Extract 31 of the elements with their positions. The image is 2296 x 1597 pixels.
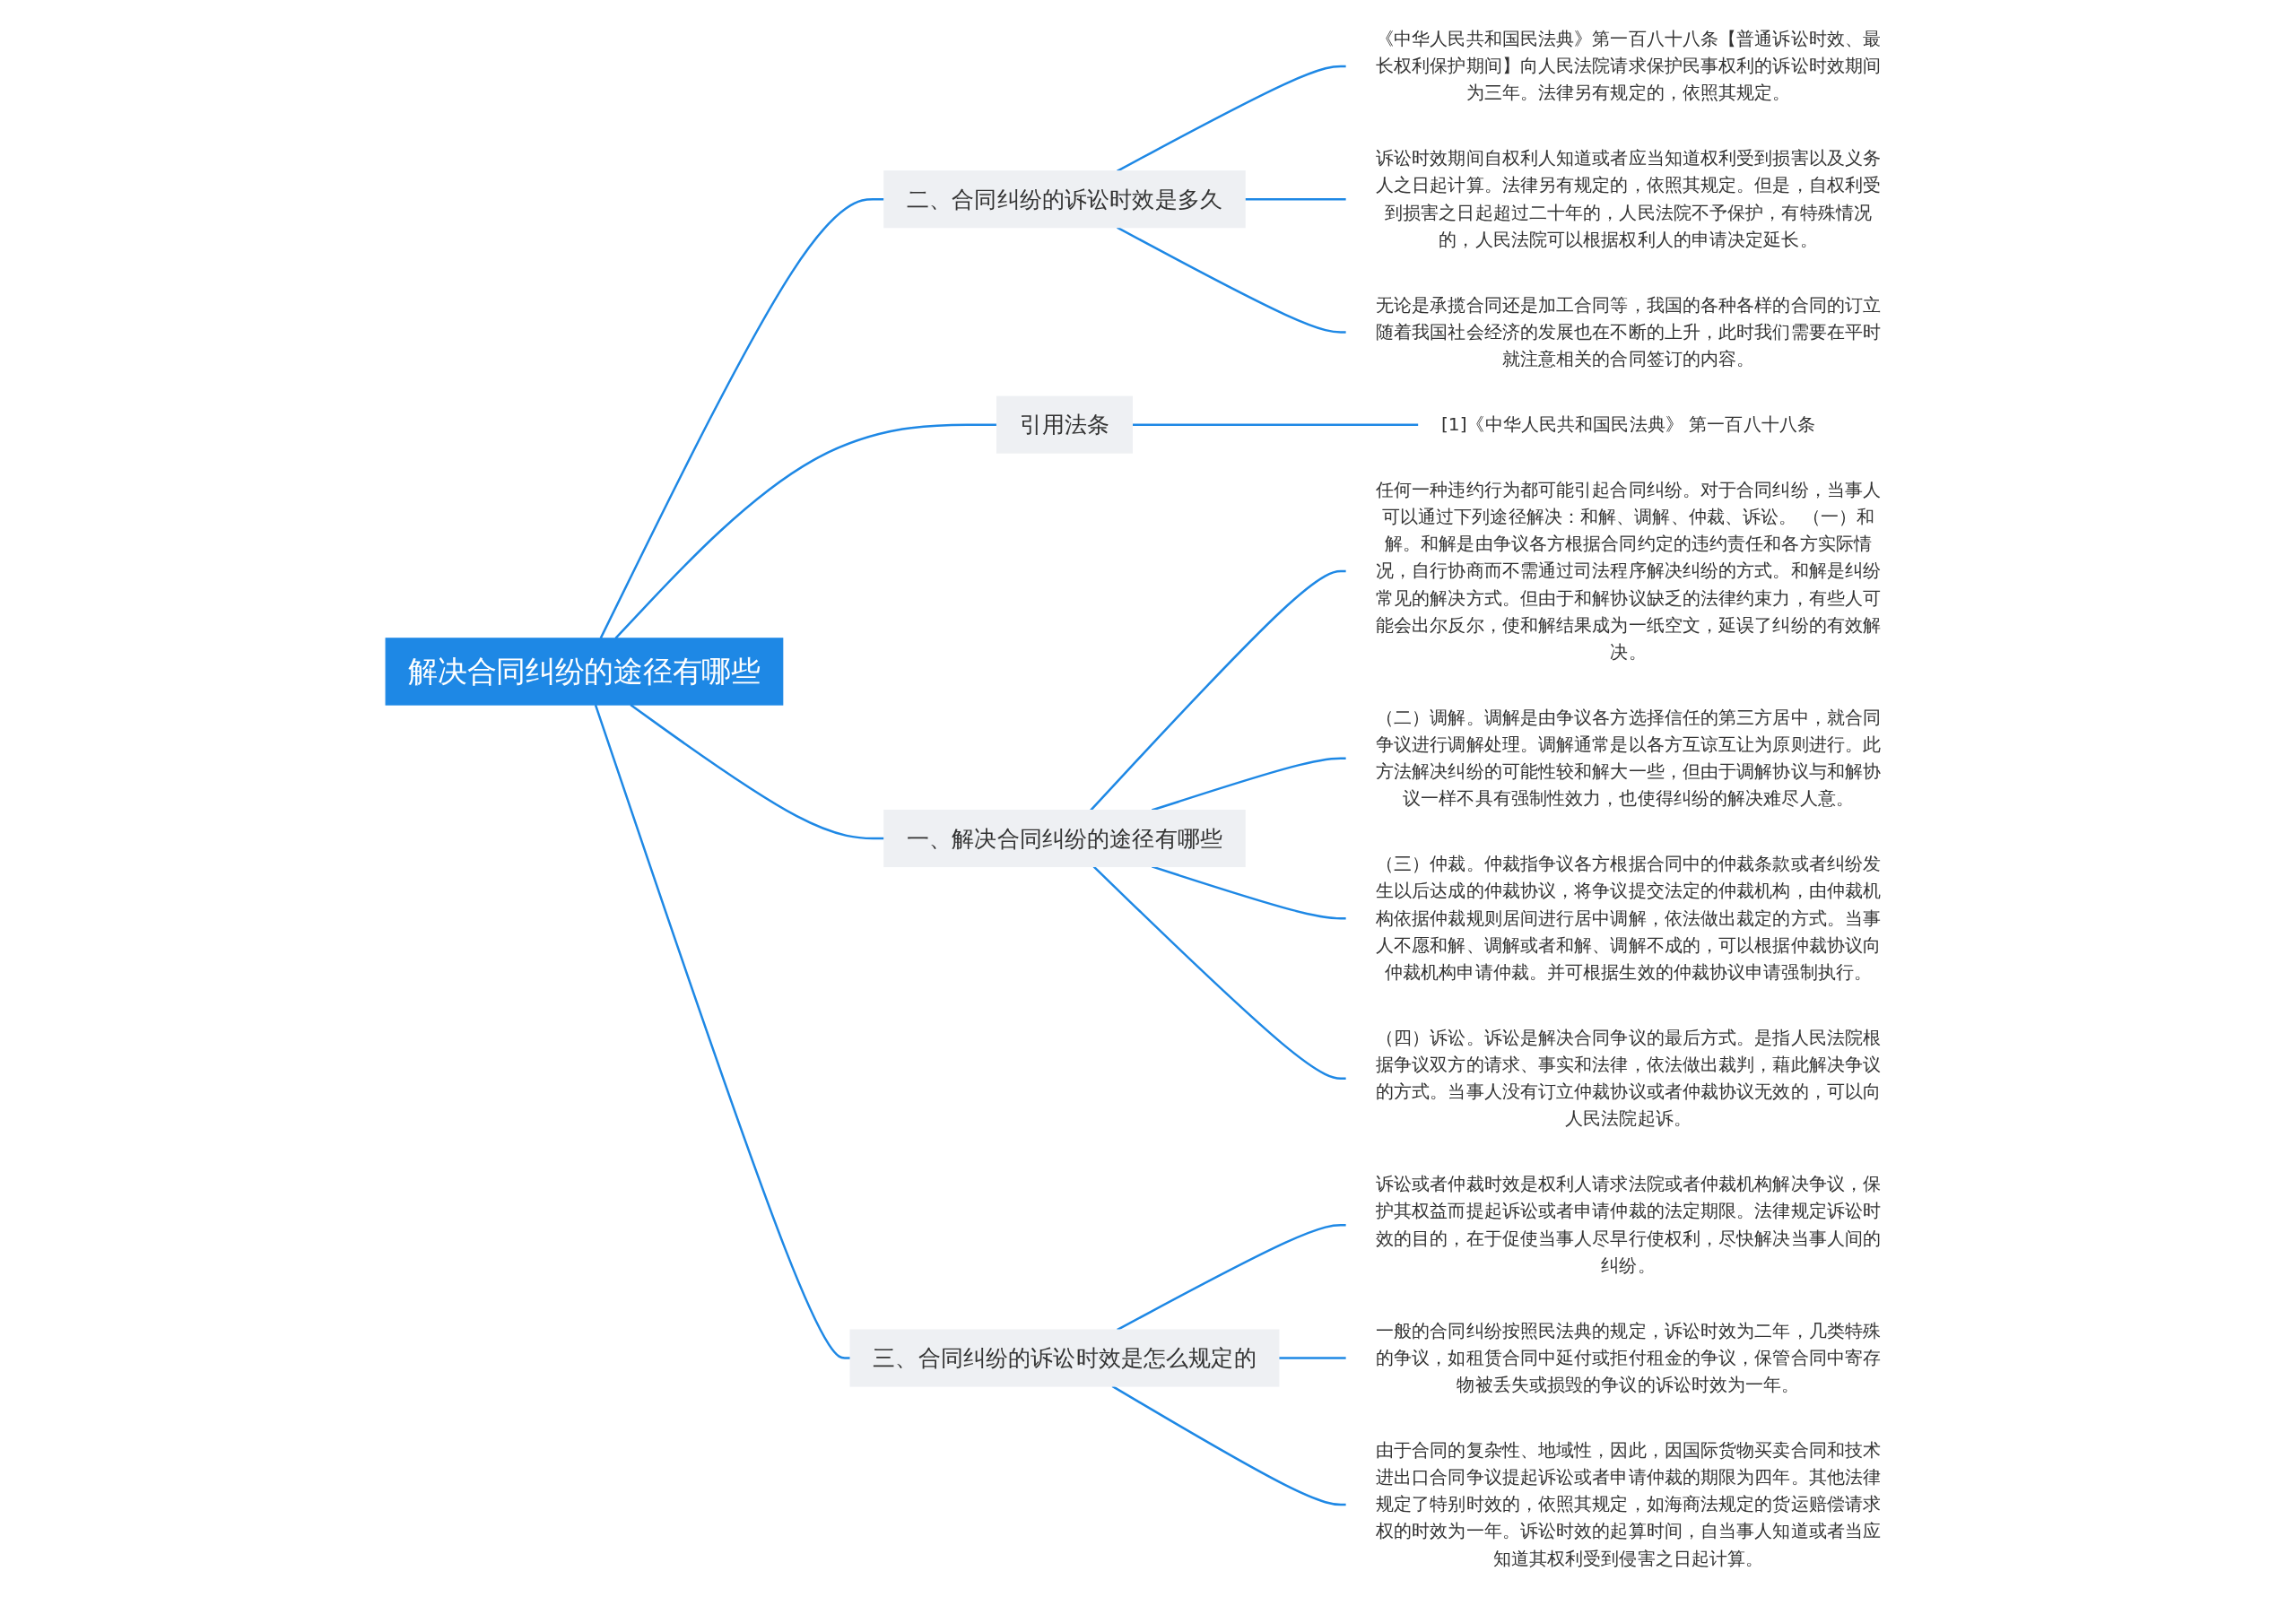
connector xyxy=(1245,197,1347,200)
node-text: （三）仲裁。仲裁指争议各方根据合同中的仲裁条款或者纠纷发生以后达成的仲裁协议，将争议提交法定的仲裁机构，由仲裁机构依据仲裁规则居间进行居中调解，依法做出裁定的方式。当事人不愿和解、调解或者和解、调解不成的，可以根据仲裁协议向仲裁机构申请仲裁。并可根据生效的仲裁协议申请强制执行。 xyxy=(1375,852,1882,983)
connector xyxy=(1278,1356,1347,1359)
node-text: 无论是承揽合同还是加工合同等，我国的各种各样的合同的订立随着我国社会经济的发展也在不断的上升，此时我们需要在平时就注意相关的合同签订的内容。 xyxy=(1375,293,1882,369)
node-text: 任何一种违约行为都可能引起合同纠纷。对于合同纠纷，当事人可以通过下列途径解决：和解、调解、仲裁、诉讼。 （一）和解。和解是由争议各方根据合同约定的违约责任和各方实际情况，自行协商而不需通过司法程序解决纠纷的方式。和解是纠纷常见的解决方式。但由于和解协议缺乏的法律约束力，有些人可能会出尔反尔，使和解结果成为一纸空文，延误了纠纷的有效解决。 xyxy=(1375,478,1882,663)
connector xyxy=(1116,226,1347,334)
node-text: 诉讼时效期间自权利人知道或者应当知道权利受到损害以及义务人之日起计算。法律另有规定的，依照其规定。但是，自权利受到损害之日起超过二十年的，人民法院不予保护，有特殊情况的，人民法院可以根据权利人的申请决定延长。 xyxy=(1375,146,1882,250)
node-box: 引用法条 xyxy=(996,395,1134,454)
connector xyxy=(594,704,851,1359)
connector xyxy=(1111,1384,1347,1506)
node-text: 一般的合同纠纷按照民法典的规定，诉讼时效为二年，几类特殊的争议，如租赁合同中延付或拒付租金的争议，保管合同中寄存物被丢失或损毁的争议的诉讼时效为一年。 xyxy=(1375,1319,1882,1395)
connector xyxy=(1151,757,1347,812)
node-box: 一、解决合同纠纷的途径有哪些 xyxy=(883,809,1246,867)
node-box: 三、合同纠纷的诉讼时效是怎么规定的 xyxy=(849,1328,1280,1387)
node-box: 解决合同纠纷的途径有哪些 xyxy=(385,637,784,706)
connector xyxy=(614,422,997,639)
connector xyxy=(1090,569,1347,811)
node-text: （二）调解。调解是由争议各方选择信任的第三方居中，就合同争议进行调解处理。调解通常是以各方互谅互让为原则进行。此方法解决纠纷的可能性较和解大一些，但由于调解协议与和解协议一样不具有强制性效力，也使得纠纷的解决难尽人意。 xyxy=(1375,706,1882,809)
node-text: 《中华人民共和国民法典》第一百八十八条【普通诉讼时效、最长权利保护期间】向人民法院请求保护民事权利的诉讼时效期间为三年。法律另有规定的，依照其规定。 xyxy=(1375,27,1882,103)
node-text: 诉讼或者仲裁时效是权利人请求法院或者仲裁机构解决争议，保护其权益而提起诉讼或者申请仲裁的法定期限。法律规定诉讼时效的目的，在于促使当事人尽早行使权利，尽快解决当事人间的纠纷。 xyxy=(1375,1172,1882,1276)
node-text: [1]《中华人民共和国民法典》 第一百八十八条 xyxy=(1441,412,1816,435)
node-text: 由于合同的复杂性、地域性，因此，因国际货物买卖合同和技术进出口合同争议提起诉讼或者申请仲裁的期限为四年。其他法律规定了特别时效的，依照其规定，如海商法规定的货运赔偿请求权的时效为一年。诉讼时效的起算时间，自当事人知道或者当应知道其权利受到侵害之日起计算。 xyxy=(1375,1438,1882,1569)
connector xyxy=(1132,422,1419,426)
connector xyxy=(1092,865,1347,1080)
connector xyxy=(1116,65,1347,172)
connector xyxy=(1151,864,1347,919)
connector xyxy=(1116,1223,1347,1331)
connector xyxy=(599,197,884,638)
node-box: 二、合同纠纷的诉讼时效是多久 xyxy=(883,169,1246,228)
node-text: （四）诉讼。诉讼是解决合同争议的最后方式。是指人民法院根据争议双方的请求、事实和法律，依法做出裁判，藉此解决争议的方式。当事人没有订立仲裁协议或者仲裁协议无效的，可以向人民法院起诉。 xyxy=(1375,1026,1882,1129)
connector xyxy=(630,703,884,839)
